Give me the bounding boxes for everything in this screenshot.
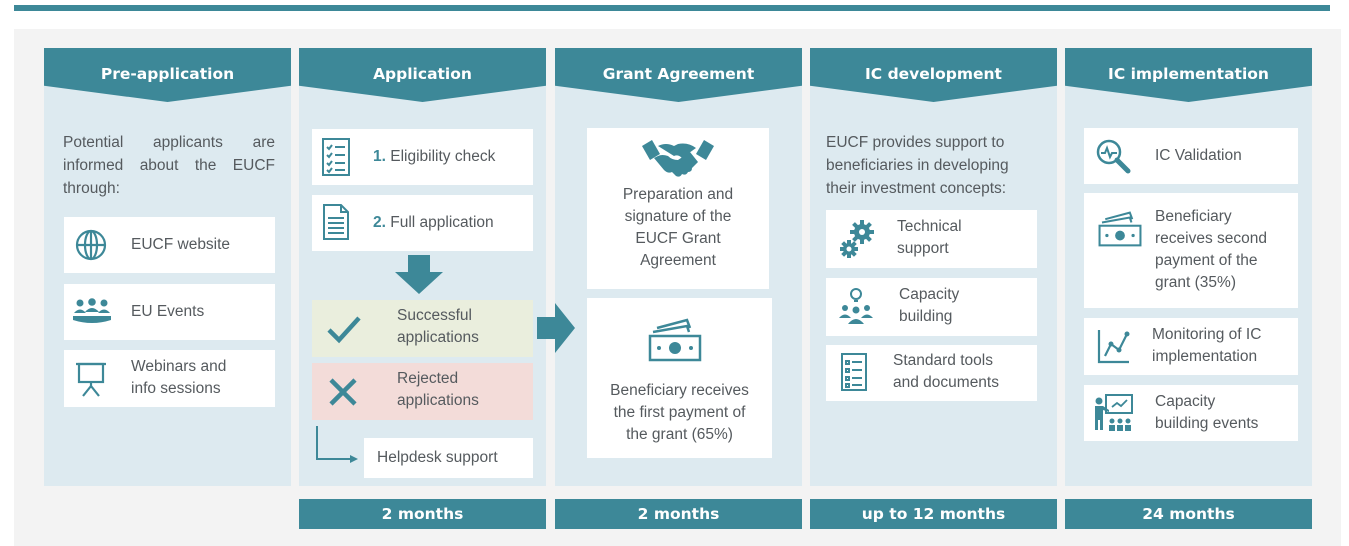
successful-label: Successful applications <box>397 305 479 349</box>
checklist-icon <box>322 138 350 176</box>
card-label: Standard tools and documents <box>893 350 999 394</box>
pre-application-intro: Potential applicants are informed about … <box>63 131 275 200</box>
label-line: applications <box>397 392 479 409</box>
card-standard-tools: Standard tools and documents <box>826 345 1037 401</box>
checkmark-icon <box>327 316 361 344</box>
card-capacity-building: Capacity building <box>826 278 1037 336</box>
ic-development-intro: EUCF provides support to beneficiaries i… <box>826 131 1051 200</box>
label-line: info sessions <box>131 380 221 397</box>
label-line: Beneficiary receives <box>610 382 749 399</box>
top-accent-bar <box>14 5 1330 11</box>
label-line: the first payment of <box>613 404 746 421</box>
card-eu-events: EU Events <box>64 284 275 340</box>
intro-line: their investment concepts: <box>826 180 1007 197</box>
card-label: Beneficiary receives the first payment o… <box>587 380 772 446</box>
card-monitoring: Monitoring of IC implementation <box>1084 318 1298 375</box>
label-line: payment of the <box>1155 252 1258 269</box>
card-label: Preparation and signature of the EUCF Gr… <box>587 184 769 272</box>
step-label: 1. Eligibility check <box>373 146 495 168</box>
card-technical-support: Technical support <box>826 210 1037 268</box>
people-group-icon <box>73 298 111 323</box>
intro-line: EUCF provides support to <box>826 134 1005 151</box>
list-icon <box>841 353 867 391</box>
label-line: signature of the <box>624 208 732 225</box>
label-line: applications <box>397 329 479 346</box>
label-line: grant (35%) <box>1155 274 1236 291</box>
label-line: Beneficiary <box>1155 208 1232 225</box>
globe-icon <box>75 229 107 261</box>
duration-ic-development: up to 12 months <box>810 499 1057 529</box>
label-line: and documents <box>893 374 999 391</box>
arrow-right-icon <box>537 303 575 353</box>
label-line: Capacity <box>899 286 960 303</box>
card-grant-preparation: Preparation and signature of the EUCF Gr… <box>587 128 769 289</box>
intro-line: beneficiaries in developing <box>826 157 1009 174</box>
trainer-icon <box>1095 394 1133 431</box>
label-line: implementation <box>1152 348 1258 365</box>
line-chart-icon <box>1097 330 1130 364</box>
money-icon <box>648 318 702 362</box>
card-full-application: 2. Full application <box>312 195 533 251</box>
card-label: Beneficiary receives second payment of t… <box>1155 206 1267 294</box>
handshake-icon <box>642 140 714 177</box>
card-label: Capacity building events <box>1155 391 1258 435</box>
label-line: building <box>899 308 953 325</box>
successful-applications: Successful applications <box>312 300 533 357</box>
label-line: Technical <box>897 218 962 235</box>
presentation-board-icon <box>76 362 106 397</box>
label-line: Rejected <box>397 370 459 387</box>
intro-line: through: <box>63 180 120 197</box>
card-capacity-building-events: Capacity building events <box>1084 385 1298 441</box>
label-line: Monitoring of IC <box>1152 326 1262 343</box>
helpdesk-support: Helpdesk support <box>364 438 533 478</box>
card-eucf-website: EUCF website <box>64 217 275 273</box>
card-label: Capacity building <box>899 284 959 328</box>
step-text: Eligibility check <box>390 148 496 165</box>
card-label: Webinars and info sessions <box>131 356 226 400</box>
label-line: EUCF Grant <box>635 230 721 247</box>
card-second-payment: Beneficiary receives second payment of t… <box>1084 193 1298 308</box>
intro-line: informed about the EUCF <box>63 157 275 174</box>
duration-grant-agreement: 2 months <box>555 499 802 529</box>
card-label: IC Validation <box>1155 147 1242 164</box>
label-line: building events <box>1155 415 1259 432</box>
card-ic-validation: IC Validation <box>1084 128 1298 184</box>
label-line: Capacity <box>1155 393 1216 410</box>
rejected-label: Rejected applications <box>397 368 479 412</box>
label-line: the grant (65%) <box>626 426 733 443</box>
cross-icon <box>329 378 357 406</box>
label-line: receives second <box>1155 230 1268 247</box>
document-icon <box>323 204 349 240</box>
label-line: Preparation and <box>622 186 734 203</box>
elbow-arrow-icon <box>316 426 358 463</box>
card-label: EU Events <box>131 303 205 320</box>
step-label: 2. Full application <box>373 212 494 234</box>
label-line: support <box>897 240 949 257</box>
gears-icon <box>840 220 874 258</box>
label-line: Agreement <box>640 252 716 269</box>
step-number: 2. <box>373 214 386 231</box>
magnifier-pulse-icon <box>1096 139 1131 174</box>
card-webinars: Webinars and info sessions <box>64 350 275 407</box>
label-line: Successful <box>397 307 472 324</box>
intro-line: Potential applicants are <box>63 134 275 151</box>
card-eligibility-check: 1. Eligibility check <box>312 129 533 185</box>
money-icon <box>1098 211 1142 247</box>
rejected-applications: Rejected applications <box>312 363 533 420</box>
card-label: Monitoring of IC implementation <box>1152 324 1261 368</box>
label-line: Webinars and <box>131 358 227 375</box>
duration-application: 2 months <box>299 499 546 529</box>
helpdesk-label: Helpdesk support <box>377 449 498 466</box>
arrow-down-icon <box>395 255 443 294</box>
card-label: EUCF website <box>131 236 231 253</box>
label-line: Standard tools <box>893 352 993 369</box>
step-text: Full application <box>390 214 494 231</box>
card-first-payment: Beneficiary receives the first payment o… <box>587 298 772 458</box>
idea-team-icon <box>839 288 873 324</box>
duration-ic-implementation: 24 months <box>1065 499 1312 529</box>
step-number: 1. <box>373 148 386 165</box>
card-label: Technical support <box>897 216 962 260</box>
